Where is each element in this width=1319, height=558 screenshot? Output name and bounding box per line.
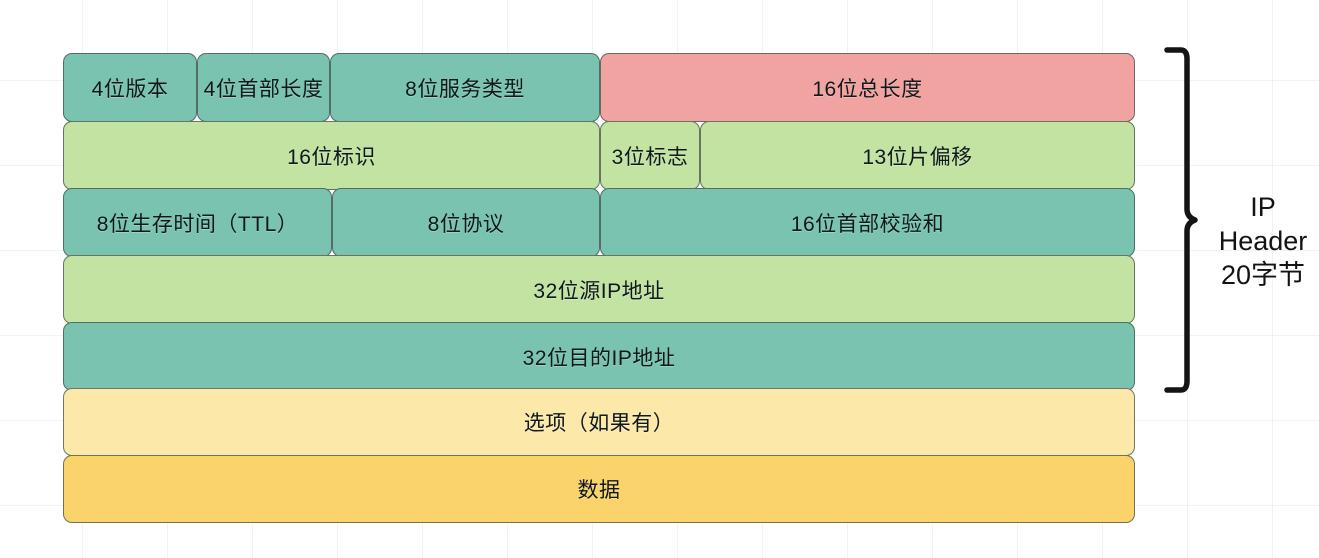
row-4: 32位源IP地址 — [63, 255, 1135, 324]
row-5: 32位目的IP地址 — [63, 322, 1135, 391]
ip-header-note: IP Header 20字节 — [1218, 192, 1308, 290]
curly-brace-right-icon — [1164, 47, 1198, 393]
row-7: 数据 — [63, 455, 1135, 523]
field-flags: 3位标志 — [600, 121, 700, 190]
row-2: 16位标识 3位标志 13位片偏移 — [63, 121, 1135, 190]
field-header-length: 4位首部长度 — [197, 53, 330, 122]
field-total-length: 16位总长度 — [600, 53, 1135, 122]
row-3: 8位生存时间（TTL） 8位协议 16位首部校验和 — [63, 188, 1135, 257]
field-time-to-live: 8位生存时间（TTL） — [63, 188, 332, 257]
field-data: 数据 — [63, 455, 1135, 523]
field-fragment-offset: 13位片偏移 — [700, 121, 1135, 190]
field-identification: 16位标识 — [63, 121, 600, 190]
field-version: 4位版本 — [63, 53, 197, 122]
row-1: 4位版本 4位首部长度 8位服务类型 16位总长度 — [63, 53, 1135, 122]
field-protocol: 8位协议 — [332, 188, 600, 257]
row-6: 选项（如果有） — [63, 388, 1135, 456]
field-header-checksum: 16位首部校验和 — [600, 188, 1135, 257]
ip-header-annotation: IP Header 20字节 — [1155, 45, 1319, 395]
field-source-ip-address: 32位源IP地址 — [63, 255, 1135, 324]
field-options: 选项（如果有） — [63, 388, 1135, 456]
field-destination-ip-address: 32位目的IP地址 — [63, 322, 1135, 391]
field-type-of-service: 8位服务类型 — [330, 53, 600, 122]
